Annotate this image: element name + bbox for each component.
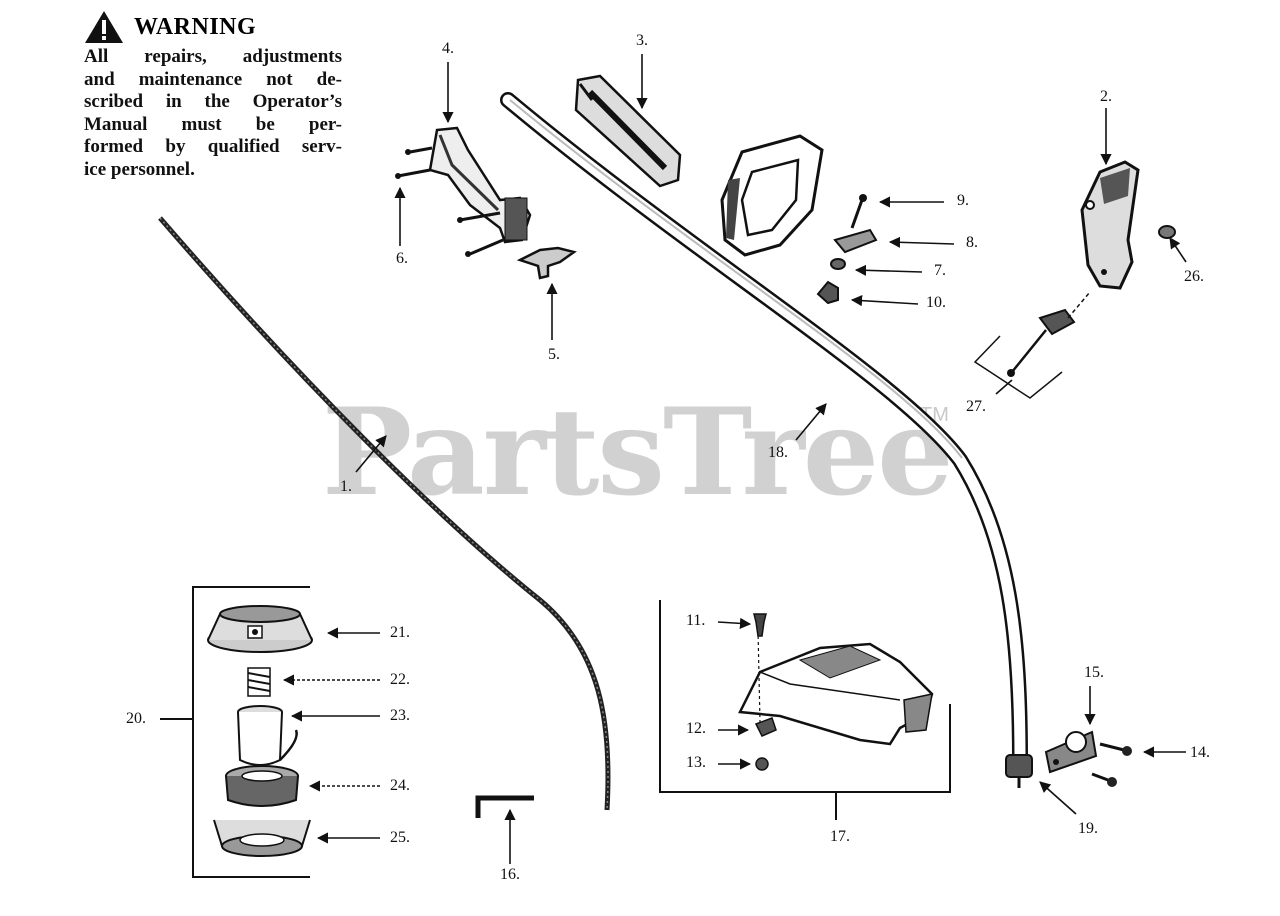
part-label: 19. [1078,820,1098,837]
part-label: 18. [768,444,788,461]
part-label: 9. [957,192,969,209]
part-7-washer [830,258,846,270]
part-16-key [475,795,534,818]
part-12-blade [754,717,777,737]
leader-arrows [282,54,1187,864]
part-25-housing [213,819,311,857]
part-19-coupling [1005,754,1033,788]
part-9-screw [850,194,867,229]
part-label: 8. [966,234,978,251]
warning-triangle-icon [85,11,123,43]
part-label: 24. [390,777,410,794]
part-4-front-handle [395,126,532,257]
part-3-handle-bar [574,74,682,188]
part-label: 25. [390,829,410,846]
part-label: 26. [1184,268,1204,285]
part-24-line-spool [225,765,299,807]
part-21-cap [207,605,313,653]
part-label: 3. [636,32,648,49]
part-13-nut [755,757,769,771]
part-label: 2. [1100,88,1112,105]
warning-line: scribed in the Operator’s [84,91,342,112]
part-guard-shield [738,629,934,746]
part-label: 10. [926,294,946,311]
group-20-spool-assembly [160,586,310,878]
part-26-nut [1158,225,1176,239]
part-label: 13. [686,754,706,771]
part-label: 11. [686,612,706,629]
warning-title: WARNING [134,14,257,40]
warning-line: formed by qualified serv- [84,136,342,157]
part-label: 17. [830,828,850,845]
part-2-rear-handle [1080,160,1140,290]
part-label: 14. [1190,744,1210,761]
warning-line: All repairs, adjustments [84,46,342,67]
part-label: 20. [126,710,146,727]
part-10-nut [816,280,839,305]
part-5-wing-nut [516,246,577,280]
part-d-handle [720,134,824,257]
part-label: 27. [966,398,986,415]
part-label: 12. [686,720,706,737]
part-14-screws [1091,742,1132,787]
warning-line: Manual must be per- [84,113,342,135]
group-17-guard-assembly [659,600,951,820]
part-label: 4. [442,40,454,57]
part-label: 7. [934,262,946,279]
part-label: 6. [396,250,408,267]
part-22-spring [247,667,271,697]
part-label: 16. [500,866,520,883]
part-15-clamp [1044,730,1098,774]
part-label: 21. [390,624,410,641]
part-18-shaft-tube [500,92,1028,768]
part-label: 22. [390,671,410,688]
warning-line: and maintenance not de- [84,68,342,90]
part-label: 23. [390,707,410,724]
part-1-drive-cable [158,216,611,811]
part-label: 5. [548,346,560,363]
warning-line: ice personnel. [84,158,195,180]
part-27-switch-assembly [973,291,1091,399]
part-label: 1. [340,478,352,495]
part-8-clamp [833,228,878,254]
part-label: 15. [1084,664,1104,681]
part-11-screw [753,613,767,637]
warning-text: All repairs, adjustments and maintenance… [84,46,342,181]
part-23-hub [237,705,298,766]
